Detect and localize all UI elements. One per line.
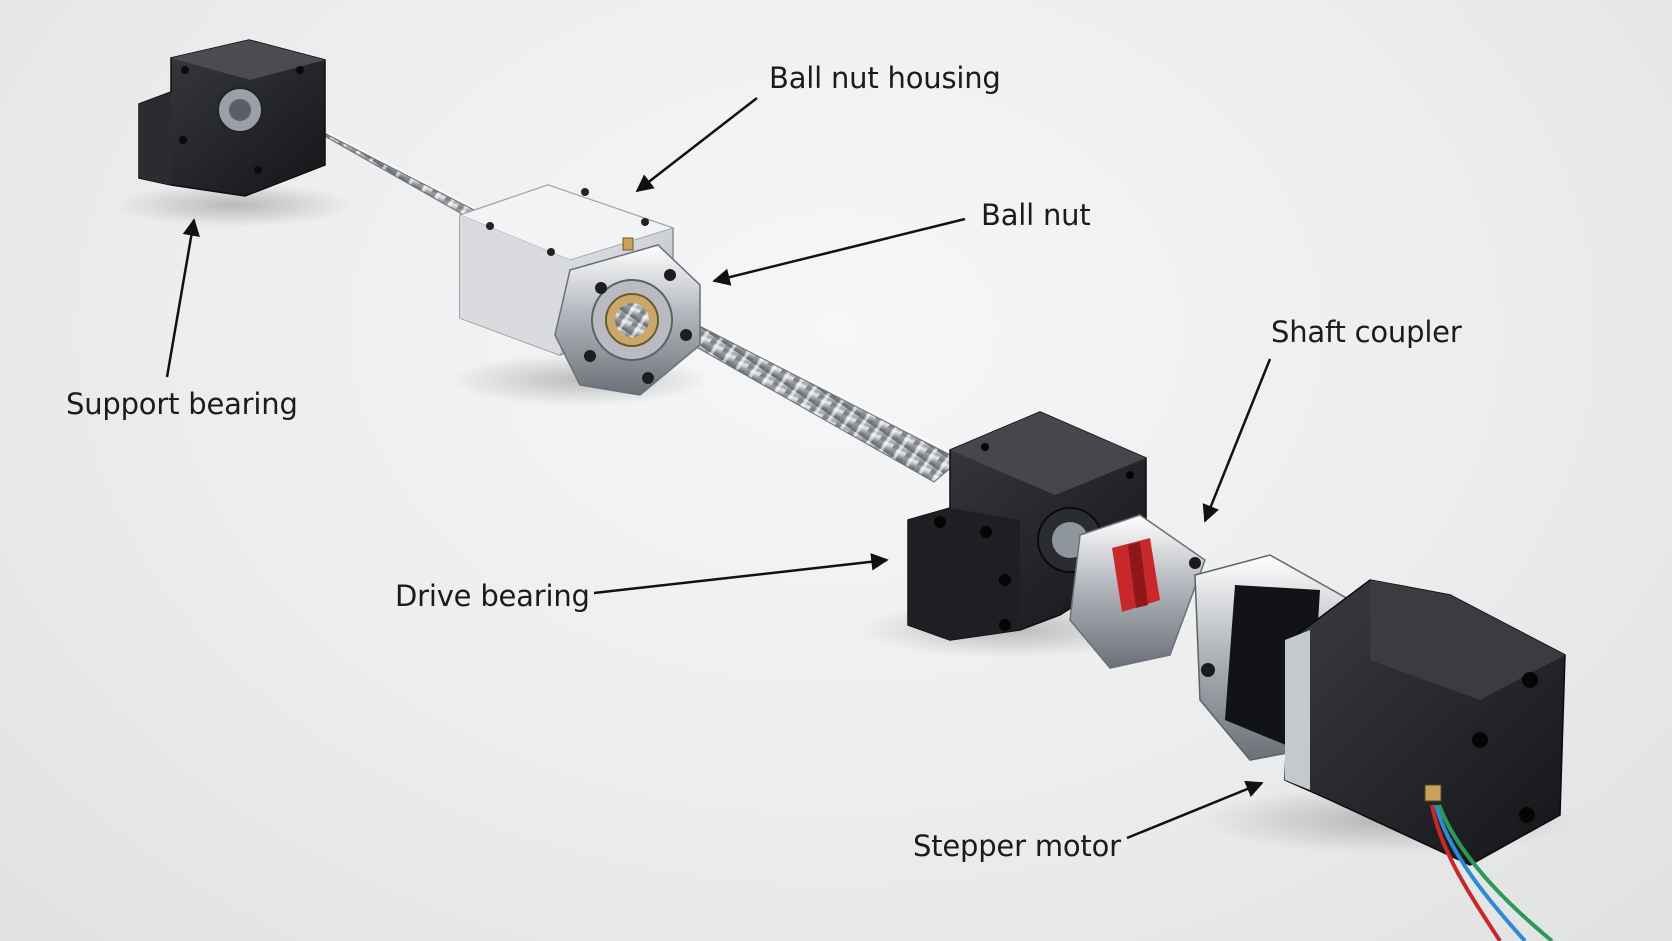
arrow-drive-bearing (593, 553, 889, 595)
ball-nut (554, 244, 701, 396)
label-ball-nut: Ball nut (981, 198, 1091, 232)
arrow-ball-nut (712, 217, 966, 286)
support-bearing-shadow (115, 183, 355, 227)
shaft-coupler (1069, 514, 1206, 669)
label-ball-nut-housing: Ball nut housing (769, 61, 1001, 95)
label-shaft-coupler: Shaft coupler (1271, 315, 1462, 349)
callout-arrows (165, 97, 1272, 840)
arrow-stepper-motor (1126, 780, 1264, 840)
label-support-bearing: Support bearing (66, 387, 298, 421)
support-bearing (138, 39, 326, 197)
stepper-motor-body (1284, 579, 1566, 866)
motor-wires (1430, 804, 1554, 941)
arrow-shaft-coupler (1202, 358, 1272, 523)
label-drive-bearing: Drive bearing (395, 579, 590, 613)
label-stepper-motor: Stepper motor (913, 829, 1121, 863)
arrow-ball-nut-housing (635, 97, 758, 193)
arrow-support-bearing (165, 218, 200, 378)
